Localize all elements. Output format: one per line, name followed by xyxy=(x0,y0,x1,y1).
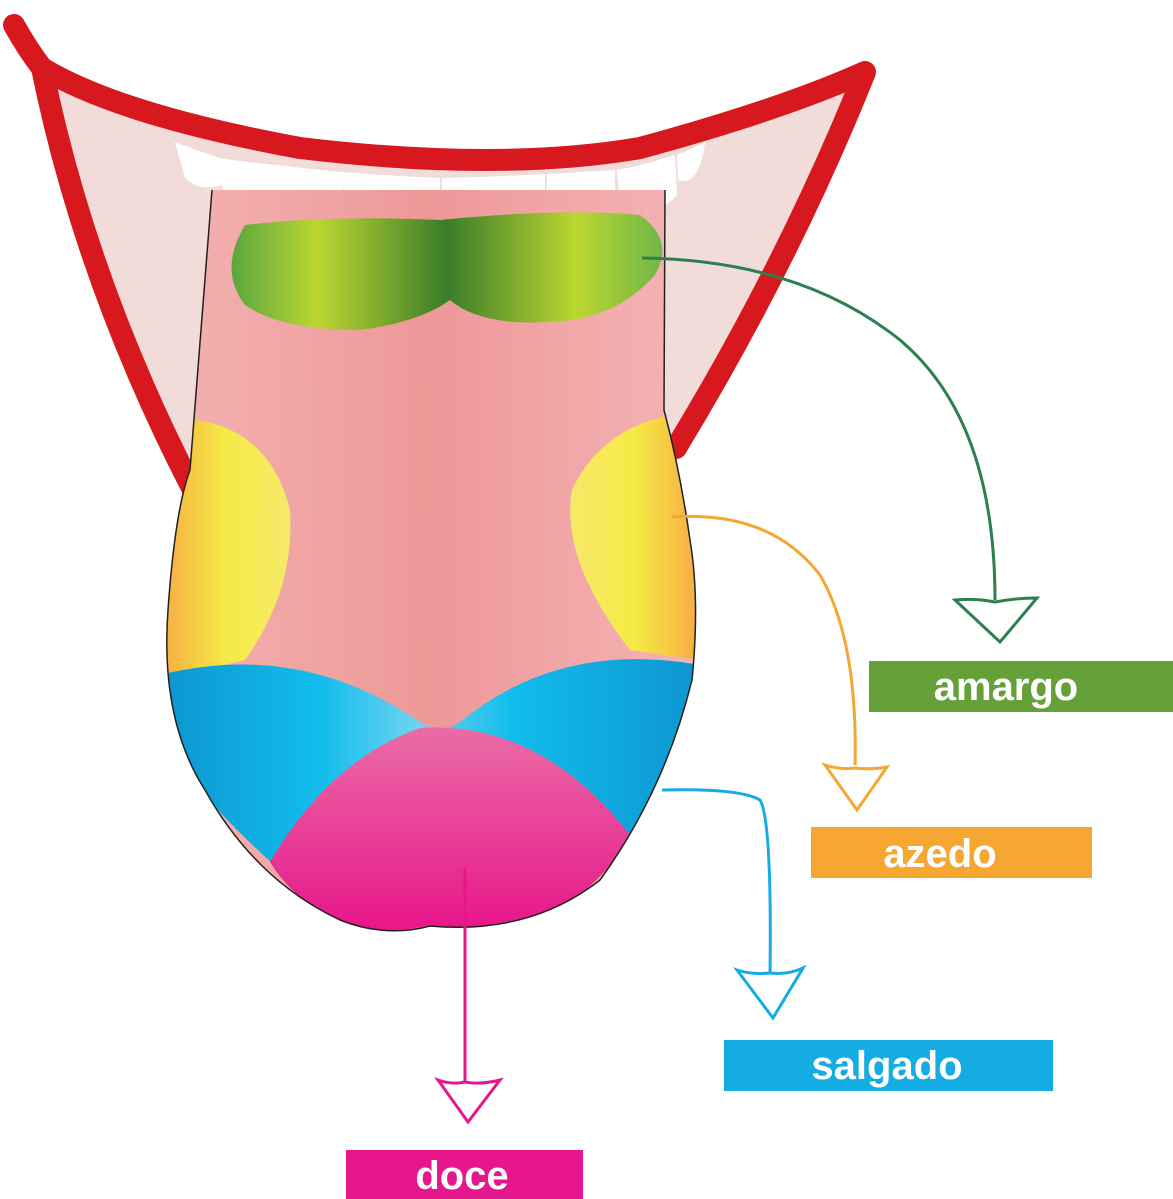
salty-arrowhead xyxy=(737,968,803,1018)
label-sour-text: azedo xyxy=(883,832,996,876)
label-sweet-text: doce xyxy=(415,1154,508,1198)
tongue xyxy=(160,190,700,931)
salty-pointer xyxy=(662,790,803,1018)
sour-pointer-line xyxy=(672,516,855,765)
sour-arrowhead xyxy=(825,765,887,810)
sour-pointer xyxy=(672,516,887,810)
sweet-arrowhead xyxy=(438,1080,500,1122)
label-sweet: doce xyxy=(346,1150,583,1199)
label-bitter: amargo xyxy=(869,661,1173,712)
label-bitter-text: amargo xyxy=(934,665,1079,709)
label-sour: azedo xyxy=(811,827,1092,878)
label-salty-text: salgado xyxy=(811,1044,962,1088)
label-salty: salgado xyxy=(724,1040,1053,1091)
bitter-arrowhead xyxy=(955,598,1037,642)
salty-pointer-line xyxy=(662,790,770,975)
